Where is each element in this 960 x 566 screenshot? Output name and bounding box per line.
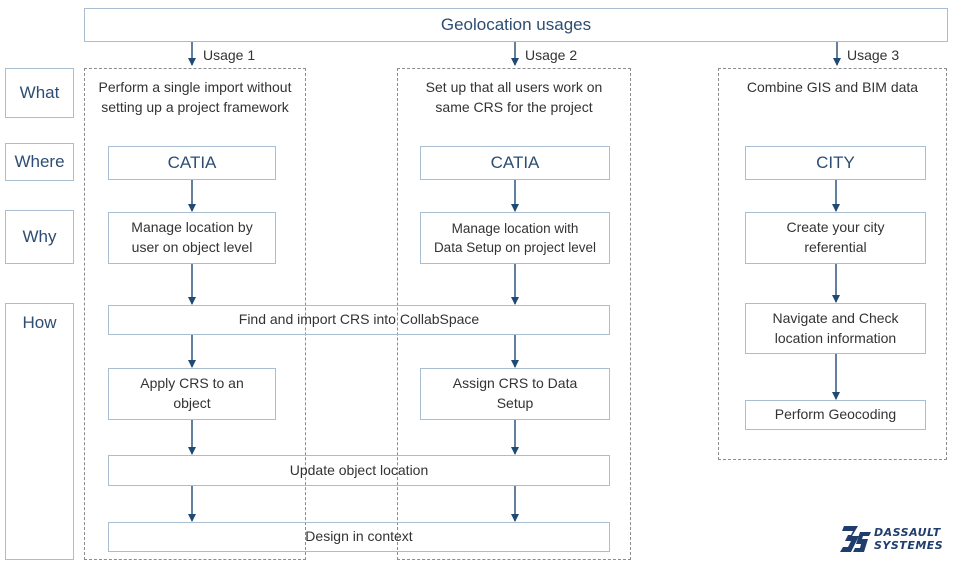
find-import-crs-box: Find and import CRS into CollabSpace bbox=[108, 305, 610, 335]
usage-1-why-box: Manage location by user on object level bbox=[108, 212, 276, 264]
usage-3-geocoding-box: Perform Geocoding bbox=[745, 400, 926, 430]
usage-3-column: Combine GIS and BIM data bbox=[718, 68, 947, 460]
usage-1-apply-crs-box: Apply CRS to an object bbox=[108, 368, 276, 420]
usage-3-label: Usage 3 bbox=[847, 47, 900, 63]
row-label-why: Why bbox=[5, 210, 74, 264]
usage-3-why-box: Create your city referential bbox=[745, 212, 926, 264]
dassault-systemes-logo: DASSAULT SYSTEMES bbox=[838, 521, 950, 557]
usage-1-label: Usage 1 bbox=[203, 47, 256, 63]
usage-2-assign-crs-box: Assign CRS to Data Setup bbox=[420, 368, 610, 420]
logo-text-line-1: DASSAULT bbox=[874, 526, 941, 539]
usage-3-what: Combine GIS and BIM data bbox=[746, 79, 919, 95]
usage-1-column: Perform a single import without setting … bbox=[84, 68, 306, 560]
usage-2-label: Usage 2 bbox=[525, 47, 578, 63]
usage-1-what: Perform a single import without setting … bbox=[98, 79, 292, 115]
usage-3-navigate-box: Navigate and Check location information bbox=[745, 303, 926, 354]
usage-3-where-box: CITY bbox=[745, 146, 926, 180]
usage-2-what: Set up that all users work on same CRS f… bbox=[425, 79, 603, 115]
logo-text-line-2: SYSTEMES bbox=[874, 539, 944, 552]
usage-2-why-box: Manage location with Data Setup on proje… bbox=[420, 212, 610, 264]
usage-2-where-box: CATIA bbox=[420, 146, 610, 180]
usage-1-where-box: CATIA bbox=[108, 146, 276, 180]
update-object-location-box: Update object location bbox=[108, 455, 610, 486]
row-label-what: What bbox=[5, 68, 74, 118]
row-label-how: How bbox=[5, 303, 74, 560]
3ds-logo-mark-icon bbox=[840, 526, 871, 552]
usage-2-column: Set up that all users work on same CRS f… bbox=[397, 68, 631, 560]
diagram-title: Geolocation usages bbox=[84, 8, 948, 42]
row-label-where: Where bbox=[5, 143, 74, 181]
design-in-context-box: Design in context bbox=[108, 522, 610, 552]
